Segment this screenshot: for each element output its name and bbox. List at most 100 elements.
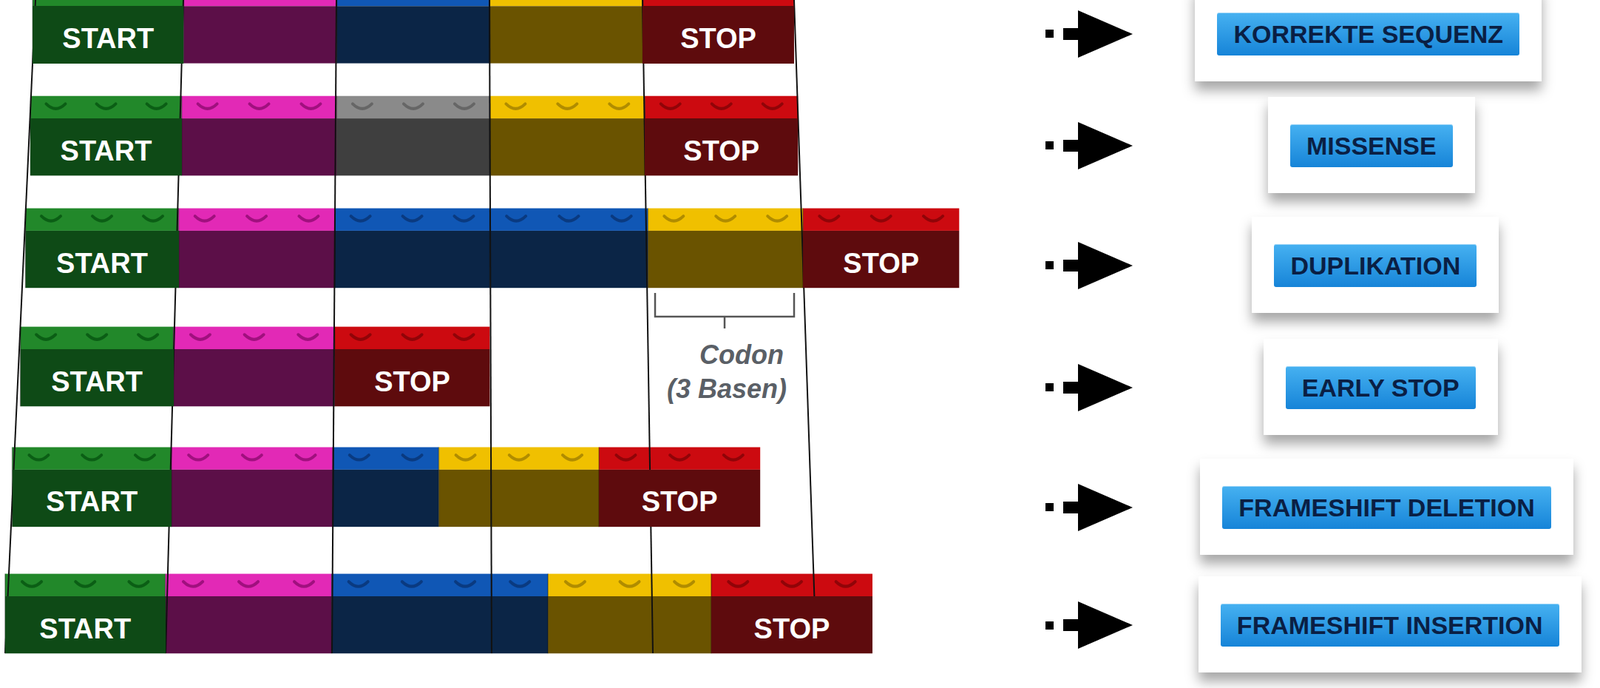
mutation-label: EARLY STOP	[1285, 365, 1476, 409]
mutation-label: DUPLIKATION	[1273, 243, 1477, 287]
brick-front	[489, 5, 643, 63]
brick-top	[30, 96, 182, 119]
brick-stud	[348, 581, 369, 587]
codon-brick: STOP	[644, 118, 798, 176]
pointer-arrow	[1045, 363, 1133, 412]
mutation-label: MISSENSE	[1290, 124, 1453, 168]
pointer-arrow	[1045, 601, 1133, 649]
mutation-label: KORREKTE SEQUENZ	[1217, 12, 1520, 56]
brick-stud	[296, 454, 316, 460]
brick-front	[489, 118, 645, 176]
brick-front	[165, 595, 332, 653]
brick-stud	[402, 581, 422, 587]
brick-label: STOP	[680, 17, 757, 53]
pointer-arrow	[1045, 10, 1133, 58]
brick-front	[331, 595, 493, 653]
brick-top	[12, 446, 172, 469]
brick-front	[332, 469, 440, 527]
codon-brick: STOP	[334, 348, 491, 406]
codon-guide-line	[165, 0, 184, 653]
brick-stud	[188, 454, 208, 460]
brick-stud	[660, 103, 681, 109]
codon-brick: START	[20, 348, 174, 406]
brick-label: START	[39, 607, 131, 643]
brick-stud	[609, 103, 629, 109]
brick-label: STOP	[683, 129, 760, 165]
lego-brick	[598, 446, 761, 527]
mutation-label: FRAMESHIFT DELETION	[1222, 485, 1551, 529]
brick-stud	[453, 215, 474, 222]
brick-top	[489, 208, 648, 231]
brick-label: START	[45, 479, 138, 516]
brick-stud	[509, 454, 529, 460]
lego-brick	[30, 96, 182, 176]
brick-stud	[620, 581, 640, 587]
pointer-arrow	[1045, 121, 1133, 170]
brick-stud	[403, 103, 423, 109]
pointer-arrow	[1045, 241, 1133, 290]
lego-brick	[5, 573, 166, 654]
brick-stud	[402, 215, 423, 222]
brick-stud	[198, 103, 218, 109]
label-text: MISSENSE	[1306, 131, 1437, 160]
lego-brick	[32, 0, 184, 64]
brick-top	[334, 208, 491, 231]
brick-top	[332, 446, 440, 469]
lego-brick	[711, 573, 873, 654]
brick-front	[334, 230, 491, 288]
lego-brick	[489, 208, 648, 289]
lego-brick	[12, 446, 172, 527]
brick-stud	[297, 334, 318, 340]
brick-stud	[75, 581, 95, 587]
brick-front	[489, 230, 648, 288]
brick-stud	[135, 454, 155, 460]
lego-brick	[336, 96, 490, 176]
brick-front	[334, 348, 491, 406]
brick-front	[491, 595, 548, 653]
brick-top	[489, 0, 643, 6]
lego-brick	[547, 573, 712, 654]
brick-stud	[669, 454, 690, 460]
brick-front	[30, 118, 182, 176]
brick-top	[5, 573, 166, 596]
brick-front	[438, 469, 599, 527]
brick-label: START	[60, 129, 153, 165]
brick-front	[171, 469, 333, 527]
brick-stud	[453, 334, 474, 340]
codon-label: Codon (3 Basen)	[660, 337, 794, 406]
lego-brick	[802, 208, 959, 289]
brick-top	[547, 573, 712, 596]
brick-top	[336, 96, 490, 119]
brick-front	[32, 5, 184, 63]
lego-brick	[644, 96, 798, 176]
brick-stud	[190, 334, 210, 340]
brick-stud	[510, 581, 530, 587]
lego-brick	[332, 446, 440, 527]
brick-front	[183, 5, 337, 63]
label-text: FRAMESHIFT INSERTION	[1236, 610, 1544, 639]
brick-stud	[505, 103, 525, 109]
brick-top	[171, 446, 333, 469]
brick-stud	[836, 581, 856, 587]
brick-stud	[819, 215, 839, 222]
brick-stud	[82, 454, 102, 460]
brick-stud	[238, 581, 259, 587]
brick-stud	[674, 581, 694, 587]
brick-stud	[782, 581, 802, 587]
brick-stud	[402, 454, 423, 460]
brick-stud	[96, 103, 117, 109]
brick-stud	[712, 103, 732, 109]
label-text: DUPLIKATION	[1290, 251, 1461, 280]
brick-stud	[128, 581, 148, 587]
codon-guide-line	[331, 0, 337, 653]
brick-stud	[728, 581, 748, 587]
lego-brick	[438, 446, 599, 527]
brick-stud	[244, 334, 264, 340]
lego-brick	[491, 573, 548, 654]
lego-brick	[331, 573, 493, 654]
brick-stud	[767, 215, 787, 222]
brick-seam	[547, 573, 549, 654]
brick-top	[25, 208, 179, 231]
brick-stud	[557, 103, 577, 109]
